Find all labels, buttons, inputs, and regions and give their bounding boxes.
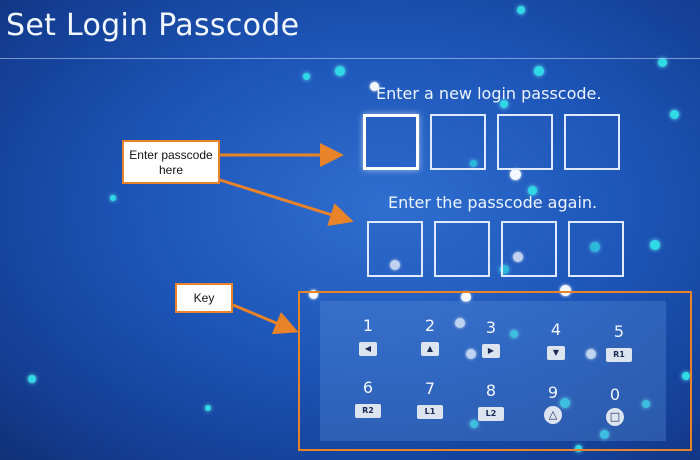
- particle: [205, 405, 211, 411]
- key-8[interactable]: 8 L2: [473, 381, 509, 421]
- confirm-passcode-digit-1[interactable]: [367, 221, 423, 277]
- title-divider: [0, 58, 700, 59]
- particle: [575, 445, 582, 452]
- triangle-button-icon: △: [544, 406, 562, 424]
- particle: [670, 110, 679, 119]
- particle: [455, 318, 465, 328]
- dpad-down-icon: ▼: [547, 346, 565, 360]
- key-5[interactable]: 5 R1: [601, 322, 637, 362]
- particle: [28, 375, 36, 383]
- new-passcode-boxes: [363, 114, 631, 170]
- particle: [534, 66, 544, 76]
- particle: [303, 73, 310, 80]
- key-3[interactable]: 3 ▶: [473, 318, 509, 358]
- dpad-left-icon: ◀: [359, 342, 377, 356]
- arrow-to-confirm-passcode: [219, 178, 354, 227]
- key-7[interactable]: 7 L1: [412, 379, 448, 419]
- particle: [517, 6, 525, 14]
- particle: [590, 242, 600, 252]
- particle: [600, 430, 609, 439]
- confirm-passcode-boxes: [367, 221, 635, 277]
- dpad-right-icon: ▶: [482, 344, 500, 358]
- particle: [560, 398, 570, 408]
- particle: [335, 66, 345, 76]
- particle: [650, 240, 660, 250]
- confirm-passcode-digit-4[interactable]: [568, 221, 624, 277]
- new-passcode-digit-1[interactable]: [363, 114, 419, 170]
- particle: [658, 58, 667, 67]
- particle: [500, 100, 508, 108]
- callout-enter-passcode: Enter passcode here: [122, 140, 220, 184]
- particle: [370, 82, 379, 91]
- confirm-passcode-prompt: Enter the passcode again.: [388, 193, 598, 212]
- new-passcode-digit-2[interactable]: [430, 114, 486, 170]
- square-button-icon: □: [606, 408, 624, 426]
- r2-button-icon: R2: [355, 404, 381, 418]
- particle: [513, 252, 523, 262]
- particle: [528, 186, 537, 195]
- particle: [461, 292, 471, 302]
- l2-button-icon: L2: [478, 407, 504, 421]
- key-1[interactable]: 1 ◀: [350, 316, 386, 356]
- particle: [110, 195, 116, 201]
- key-4[interactable]: 4 ▼: [538, 320, 574, 360]
- particle: [510, 169, 521, 180]
- new-passcode-digit-3[interactable]: [497, 114, 553, 170]
- callout-key: Key: [175, 283, 233, 313]
- key-9[interactable]: 9 △: [535, 383, 571, 424]
- particle: [586, 349, 596, 359]
- dpad-up-icon: ▲: [421, 342, 439, 356]
- particle: [500, 265, 509, 274]
- particle: [642, 400, 650, 408]
- particle: [470, 160, 477, 167]
- new-passcode-prompt: Enter a new login passcode.: [376, 84, 602, 103]
- particle: [466, 349, 476, 359]
- r1-button-icon: R1: [606, 348, 632, 362]
- l1-button-icon: L1: [417, 405, 443, 419]
- particle: [470, 420, 478, 428]
- keypad-highlight-frame: [298, 291, 692, 451]
- particle: [560, 285, 571, 296]
- key-2[interactable]: 2 ▲: [412, 316, 448, 356]
- arrow-to-keypad: [232, 303, 299, 335]
- new-passcode-digit-4[interactable]: [564, 114, 620, 170]
- page-title: Set Login Passcode: [6, 8, 300, 43]
- confirm-passcode-digit-3[interactable]: [501, 221, 557, 277]
- confirm-passcode-digit-2[interactable]: [434, 221, 490, 277]
- particle: [510, 330, 518, 338]
- particle: [390, 260, 400, 270]
- particle: [309, 290, 318, 299]
- particle: [682, 372, 690, 380]
- key-6[interactable]: 6 R2: [350, 378, 386, 418]
- key-0[interactable]: 0 □: [597, 385, 633, 426]
